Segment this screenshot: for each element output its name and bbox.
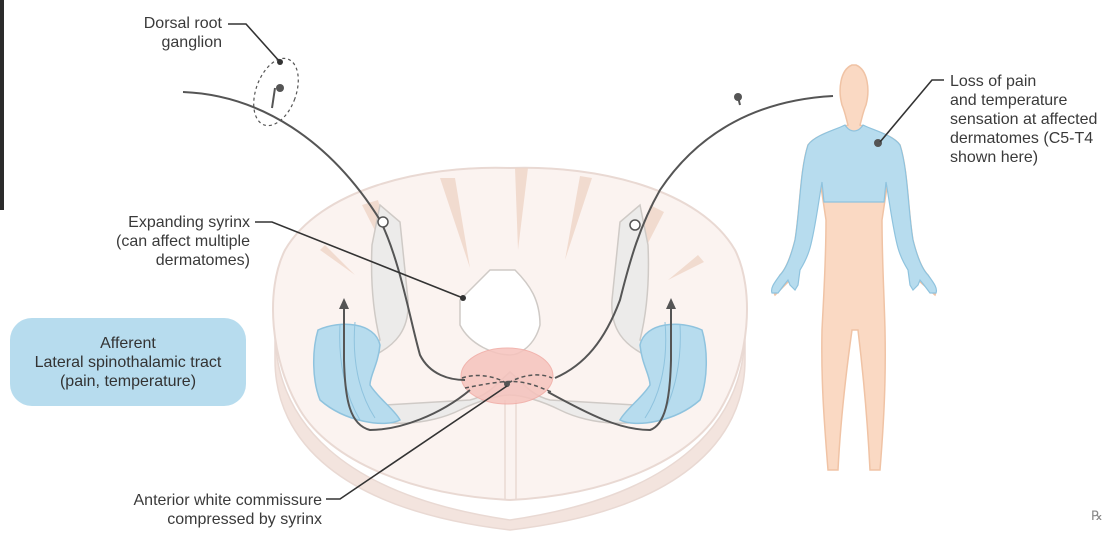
dorsal-root-ganglion-label: Dorsal root ganglion: [110, 14, 222, 52]
tract-line1: Afferent: [100, 334, 156, 353]
commissure-label-line1: Anterior white commissure: [90, 491, 322, 510]
commissure-label-line2: compressed by syrinx: [90, 510, 322, 529]
drg-label-line1: Dorsal root: [110, 14, 222, 33]
rx-logo-icon: ℞: [1089, 508, 1105, 524]
tract-line3: (pain, temperature): [60, 372, 196, 391]
left-edge-strip: [0, 0, 4, 210]
syrinx-label-line3: dermatomes): [60, 251, 250, 270]
loss-label-line3: sensation at affected: [950, 110, 1110, 129]
spinothalamic-tract-box: Afferent Lateral spinothalamic tract (pa…: [10, 318, 246, 406]
tract-line2: Lateral spinothalamic tract: [35, 353, 222, 372]
loss-of-sensation-label: Loss of pain and temperature sensation a…: [950, 72, 1110, 167]
commissure-ellipse: [461, 348, 553, 404]
syrinx-label-line1: Expanding syrinx: [60, 213, 250, 232]
syrinx-label-line2: (can affect multiple: [60, 232, 250, 251]
human-body-figure: [772, 65, 937, 470]
syrinx-label: Expanding syrinx (can affect multiple de…: [60, 213, 250, 270]
loss-label-line4: dermatomes (C5-T4: [950, 129, 1110, 148]
commissure-label: Anterior white commissure compressed by …: [90, 491, 322, 529]
loss-label-line2: and temperature: [950, 91, 1110, 110]
drg-label-line2: ganglion: [110, 33, 222, 52]
dorsal-root-ganglion: [245, 52, 307, 131]
loss-label-line5: shown here): [950, 148, 1110, 167]
loss-label-line1: Loss of pain: [950, 72, 1110, 91]
